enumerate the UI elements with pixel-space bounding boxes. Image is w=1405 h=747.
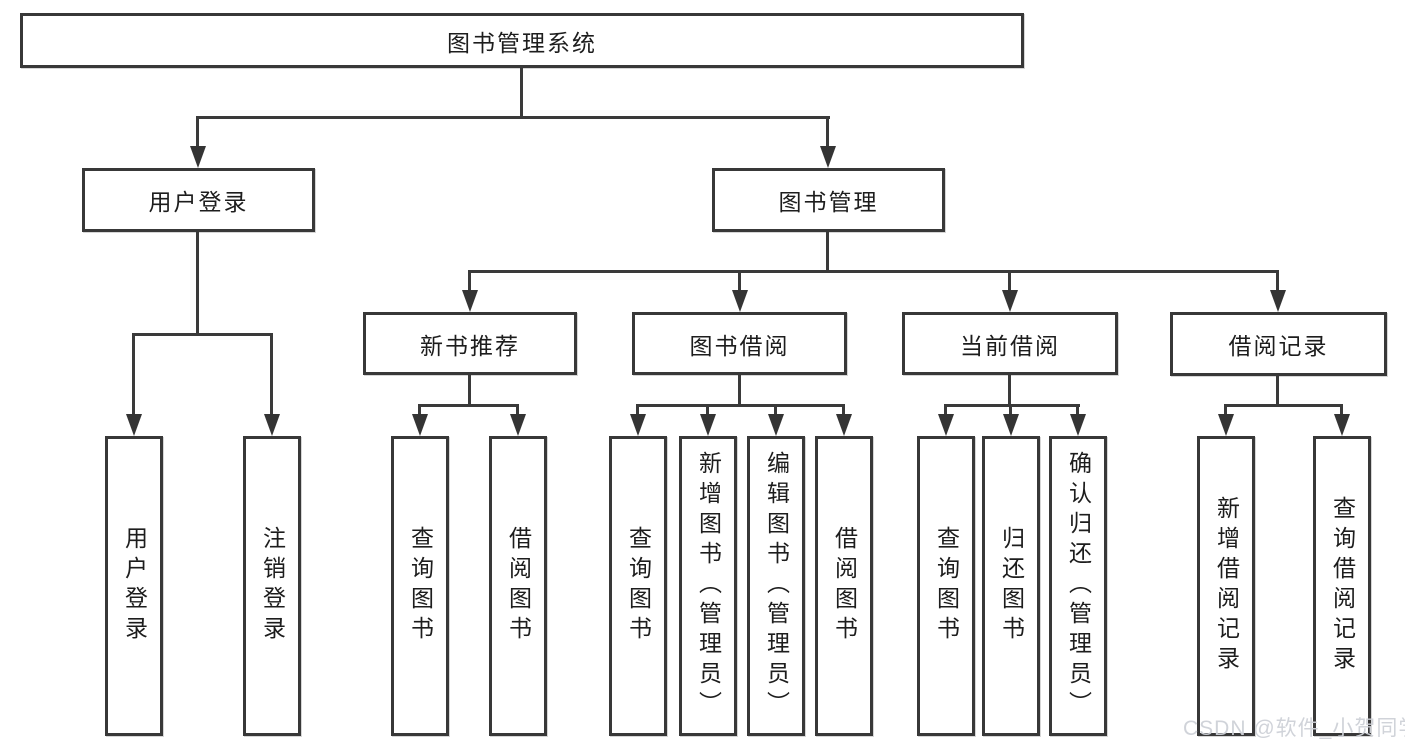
connector-line — [1008, 270, 1011, 292]
connector-line — [1224, 404, 1227, 417]
leaf-records-add: 新增借阅记录 — [1197, 436, 1255, 736]
arrow-down-icon — [510, 414, 526, 436]
connector-line — [826, 116, 829, 148]
connector-line — [738, 270, 741, 292]
leaf-borrow-add-admin-label: 新增图书（管理员） — [695, 451, 722, 721]
leaf-records-add-label: 新增借阅记录 — [1213, 496, 1240, 676]
node-root: 图书管理系统 — [20, 13, 1024, 68]
node-book-management-label: 图书管理 — [778, 189, 879, 215]
leaf-records-query: 查询借阅记录 — [1313, 436, 1371, 736]
connector-line — [468, 375, 471, 407]
arrow-down-icon — [1218, 414, 1234, 436]
node-current-borrow-label: 当前借阅 — [960, 332, 1060, 359]
connector-line — [842, 404, 845, 417]
leaf-user-login-label: 用户登录 — [121, 526, 148, 646]
connector-line — [270, 333, 273, 416]
connector-line — [636, 404, 639, 417]
arrow-down-icon — [836, 414, 852, 436]
leaf-newbooks-borrow: 借阅图书 — [489, 436, 547, 736]
connector-line — [468, 270, 471, 292]
leaf-borrow-edit-admin-label: 编辑图书（管理员） — [763, 451, 790, 721]
leaf-newbooks-borrow-label: 借阅图书 — [505, 526, 532, 646]
connector-line — [418, 404, 421, 417]
arrow-down-icon — [1002, 290, 1018, 312]
connector-line — [1276, 375, 1279, 407]
node-borrow-records-label: 借阅记录 — [1228, 333, 1329, 359]
arrow-down-icon — [1070, 414, 1086, 436]
arrow-down-icon — [190, 146, 206, 168]
arrow-down-icon — [768, 414, 784, 436]
leaf-current-return: 归还图书 — [982, 436, 1040, 736]
arrow-down-icon — [462, 290, 478, 312]
leaf-current-return-label: 归还图书 — [998, 526, 1025, 646]
arrow-down-icon — [732, 290, 748, 312]
node-book-management: 图书管理 — [712, 168, 945, 232]
connector-line — [196, 232, 199, 336]
connector-line — [774, 404, 777, 417]
connector-line — [418, 404, 519, 407]
leaf-current-confirm-admin: 确认归还（管理员） — [1049, 436, 1107, 736]
arrow-down-icon — [1003, 414, 1019, 436]
node-root-label: 图书管理系统 — [447, 29, 597, 56]
leaf-borrow-borrow-label: 借阅图书 — [831, 526, 858, 646]
connector-line — [516, 404, 519, 417]
connector-line — [1340, 404, 1343, 417]
arrow-down-icon — [630, 414, 646, 436]
connector-line — [738, 375, 741, 407]
leaf-borrow-add-admin: 新增图书（管理员） — [679, 436, 737, 736]
arrow-down-icon — [700, 414, 716, 436]
node-user-login: 用户登录 — [82, 168, 315, 232]
connector-line — [468, 270, 1279, 273]
arrow-down-icon — [1270, 290, 1286, 312]
node-user-login-label: 用户登录 — [148, 189, 249, 215]
arrow-down-icon — [820, 146, 836, 168]
leaf-newbooks-query-label: 查询图书 — [407, 526, 434, 646]
leaf-current-query: 查询图书 — [917, 436, 975, 736]
connector-line — [944, 404, 947, 417]
connector-line — [1009, 404, 1012, 417]
leaf-current-confirm-admin-label: 确认归还（管理员） — [1065, 451, 1092, 721]
arrow-down-icon — [1334, 414, 1350, 436]
leaf-logout-label: 注销登录 — [259, 526, 286, 646]
leaf-logout: 注销登录 — [243, 436, 301, 736]
connector-line — [196, 116, 199, 148]
node-book-borrow: 图书借阅 — [632, 312, 847, 375]
arrow-down-icon — [412, 414, 428, 436]
leaf-newbooks-query: 查询图书 — [391, 436, 449, 736]
leaf-borrow-query: 查询图书 — [609, 436, 667, 736]
connector-line — [706, 404, 709, 417]
leaf-borrow-edit-admin: 编辑图书（管理员） — [747, 436, 805, 736]
leaf-borrow-borrow: 借阅图书 — [815, 436, 873, 736]
leaf-current-query-label: 查询图书 — [933, 526, 960, 646]
connector-line — [1224, 404, 1343, 407]
arrow-down-icon — [938, 414, 954, 436]
connector-line — [132, 333, 273, 336]
node-new-book-recommend: 新书推荐 — [363, 312, 577, 375]
connector-line — [520, 66, 523, 119]
arrow-down-icon — [264, 414, 280, 436]
leaf-user-login: 用户登录 — [105, 436, 163, 736]
connector-line — [1276, 270, 1279, 292]
node-new-book-recommend-label: 新书推荐 — [420, 332, 520, 359]
node-borrow-records: 借阅记录 — [1170, 312, 1387, 376]
connector-line — [826, 232, 829, 273]
connector-line — [1008, 375, 1011, 407]
connector-line — [196, 116, 830, 119]
connector-line — [132, 333, 135, 416]
connector-line — [1076, 404, 1079, 417]
leaf-records-query-label: 查询借阅记录 — [1329, 496, 1356, 676]
connector-line — [944, 404, 1080, 407]
connector-line — [636, 404, 845, 407]
arrow-down-icon — [126, 414, 142, 436]
csdn-watermark: CSDN @软件_小贺同学 — [1183, 717, 1405, 740]
node-book-borrow-label: 图书借阅 — [689, 332, 790, 359]
node-current-borrow: 当前借阅 — [902, 312, 1118, 375]
leaf-borrow-query-label: 查询图书 — [625, 526, 652, 646]
